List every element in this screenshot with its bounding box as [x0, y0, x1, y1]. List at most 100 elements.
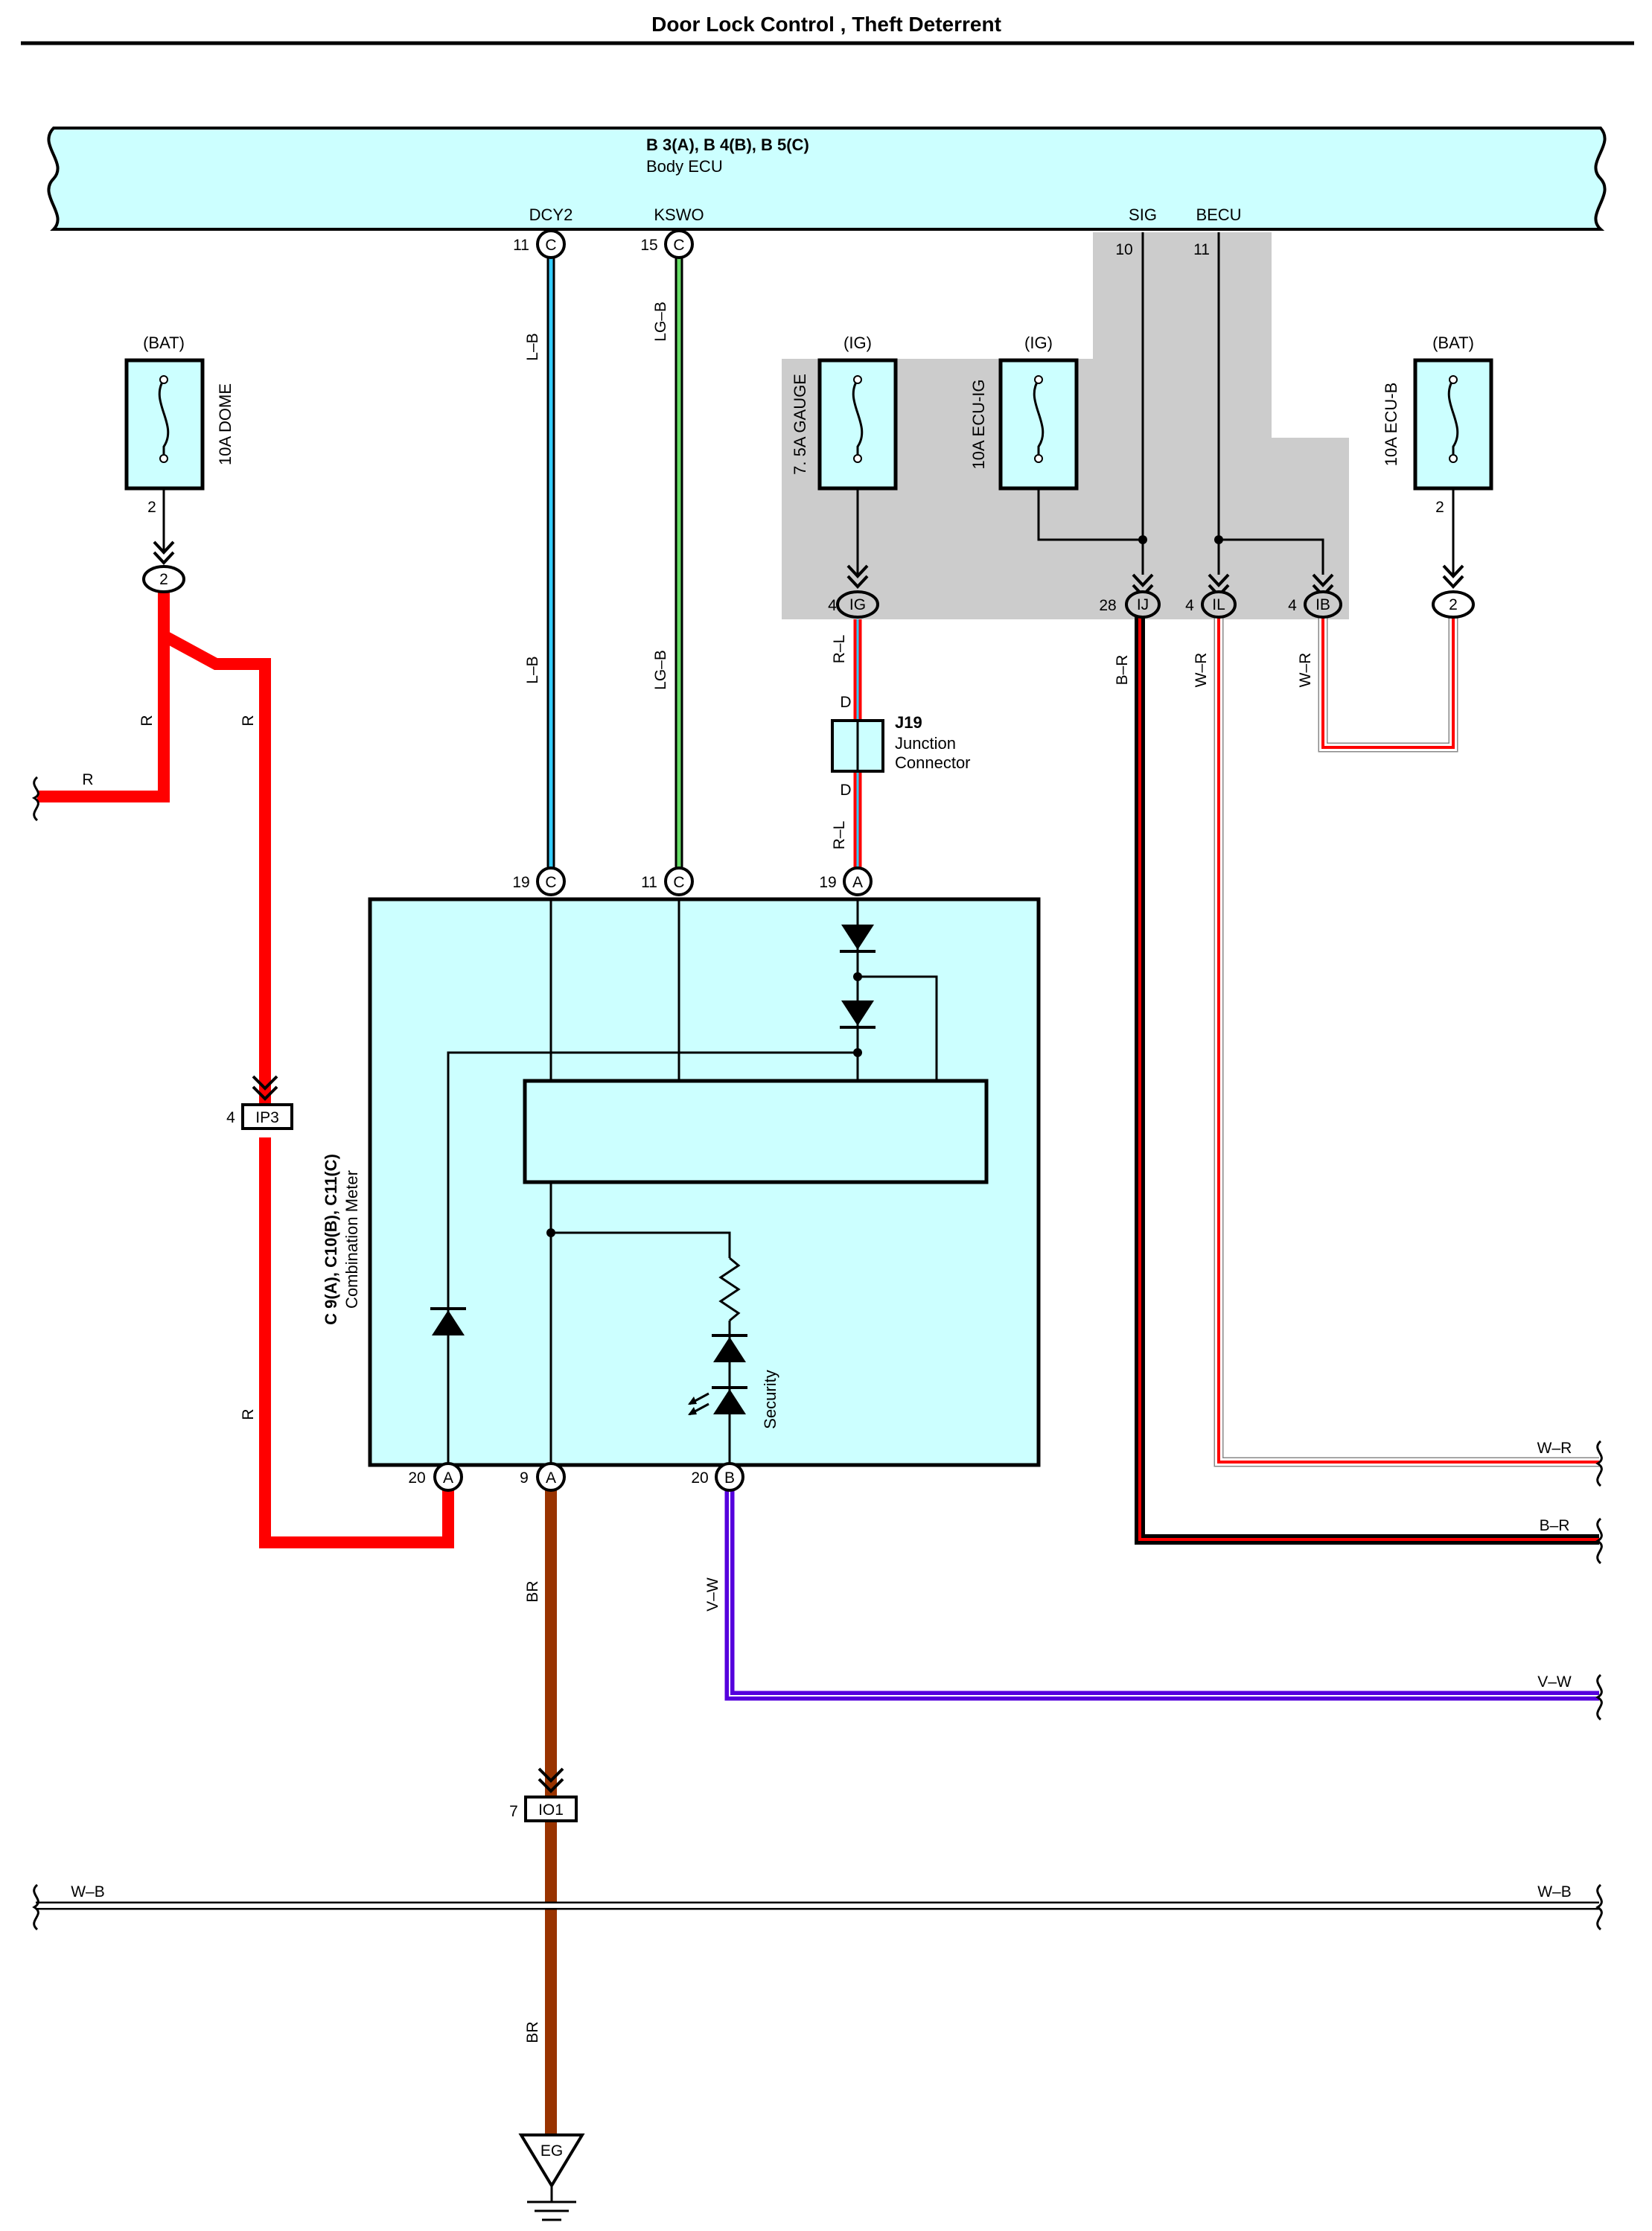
svg-text:20: 20	[408, 1469, 425, 1487]
diode-icon	[841, 1000, 874, 1026]
ecu-pin-sig: 10	[1115, 241, 1132, 258]
fuse-ecu-b-conn: 2	[1449, 596, 1458, 613]
svg-text:BR: BR	[524, 1580, 541, 1602]
wire-w-r-il	[1214, 615, 1603, 1487]
jb-ig-name: IG	[849, 596, 866, 613]
svg-text:A: A	[443, 1469, 453, 1487]
jb-ij-pin: 28	[1099, 597, 1116, 614]
svg-text:BR: BR	[524, 2021, 541, 2043]
svg-text:4: 4	[226, 1109, 235, 1126]
svg-text:19: 19	[819, 874, 836, 891]
terminal-becu: BECU	[1196, 205, 1241, 224]
meter-pin-bottom-2: 9 A	[520, 1462, 566, 1492]
fuse-dome-source: (BAT)	[143, 333, 185, 352]
fuse-ecu-b-name: 10A ECU-B	[1382, 383, 1400, 467]
svg-text:D: D	[840, 694, 851, 711]
ecu-pin-dcy2: 11 C	[513, 229, 566, 259]
meter-ic	[523, 1079, 989, 1184]
svg-text:C: C	[673, 874, 684, 891]
svg-text:W–R: W–R	[1297, 653, 1314, 688]
svg-text:15: 15	[640, 237, 657, 254]
fuse-gauge: (IG) 7. 5A GAUGE	[791, 333, 898, 491]
j19-name1: Junction	[895, 734, 956, 753]
jb-il-pin: 4	[1185, 597, 1194, 614]
svg-text:W–R: W–R	[1537, 1440, 1572, 1457]
fuse-ecu-b-pin: 2	[1435, 499, 1444, 516]
wire-v-w	[724, 1490, 1603, 1721]
body-ecu-connectors: B 3(A), B 4(B), B 5(C)	[646, 135, 809, 154]
left-break-mark	[31, 776, 39, 822]
j19-id: J19	[895, 713, 922, 732]
meter-pin-bottom-3: 20 B	[691, 1462, 744, 1492]
fuse-ecu-b-source: (BAT)	[1432, 333, 1474, 352]
inline-connector-ip3: 4 IP3	[226, 1075, 293, 1130]
svg-text:11: 11	[513, 237, 529, 254]
svg-text:D: D	[840, 782, 851, 799]
diode-icon	[713, 1337, 746, 1362]
led-icon	[713, 1389, 746, 1414]
fuse-gauge-name: 7. 5A GAUGE	[791, 374, 809, 475]
svg-text:L–B: L–B	[524, 656, 541, 683]
fuse-ecu-ig-source: (IG)	[1024, 333, 1053, 352]
svg-text:A: A	[852, 874, 863, 891]
junction-connector-j19: D D J19 Junction Connector	[831, 694, 971, 799]
fuse-gauge-source: (IG)	[843, 333, 872, 352]
wire-sig-becu	[153, 232, 1464, 598]
body-ecu-box	[47, 127, 1607, 231]
svg-text:V–W: V–W	[704, 1577, 721, 1612]
svg-text:B–R: B–R	[1114, 655, 1131, 686]
fuse-dome-name: 10A DOME	[216, 383, 235, 465]
security-indicator-label: Security	[761, 1370, 779, 1429]
svg-text:LG–B: LG–B	[652, 301, 669, 342]
svg-text:11: 11	[641, 874, 657, 891]
meter-name: Combination Meter	[342, 1170, 361, 1309]
jb-ib-name: IB	[1315, 596, 1330, 613]
svg-text:LG–B: LG–B	[652, 650, 669, 690]
terminal-dcy2: DCY2	[529, 205, 573, 224]
j19-name2: Connector	[895, 753, 971, 772]
fuse-dome-pin: 2	[147, 499, 156, 516]
jb-connector-il: 4 IL	[1185, 590, 1237, 619]
wire-w-b	[32, 1883, 1603, 1931]
jb-connector-ig: 4 IG	[828, 590, 879, 619]
svg-text:C: C	[673, 237, 684, 254]
fuse-ecu-ig-name: 10A ECU-IG	[969, 379, 988, 469]
meter-pin-top-2: 11 C	[641, 866, 694, 896]
svg-text:R–L: R–L	[831, 821, 848, 850]
svg-text:B: B	[724, 1469, 735, 1487]
ground-icon	[518, 2133, 585, 2189]
wire-labels: R R R R L–B L–B LG–B LG–B R–L R–L B–R W–…	[71, 301, 1572, 2043]
combination-meter: C 9(A), C10(B), C11(C) Combination Meter	[322, 897, 1041, 1477]
jb-connector-ij: 28 IJ	[1099, 590, 1161, 619]
svg-text:R: R	[240, 1408, 257, 1420]
terminal-kswo: KSWO	[654, 205, 704, 224]
ecu-pin-becu: 11	[1193, 241, 1210, 258]
svg-text:W–B: W–B	[71, 1883, 105, 1900]
svg-text:R: R	[82, 771, 93, 788]
ecu-pin-kswo: 15 C	[640, 229, 694, 259]
svg-text:9: 9	[520, 1469, 529, 1487]
jb-il-name: IL	[1212, 596, 1225, 613]
light-rays-icon	[688, 1392, 709, 1416]
svg-text:L–B: L–B	[524, 333, 541, 360]
svg-text:B–R: B–R	[1540, 1517, 1570, 1534]
fuse-ecu-ig: (IG) 10A ECU-IG	[969, 333, 1079, 491]
fuse-ecu-b: (BAT) 10A ECU-B 2 2	[1382, 333, 1493, 619]
diagram-title: Door Lock Control , Theft Deterrent	[651, 13, 1001, 36]
svg-text:V–W: V–W	[1537, 1673, 1572, 1691]
inline-connector-io1: 7 IO1	[509, 1767, 578, 1822]
svg-text:R: R	[240, 715, 257, 726]
svg-text:A: A	[546, 1469, 556, 1487]
meter-pin-bottom-1: 20 A	[408, 1462, 463, 1492]
diode-icon	[432, 1310, 465, 1335]
terminal-sig: SIG	[1129, 205, 1157, 224]
meter-connectors: C 9(A), C10(B), C11(C)	[322, 1154, 340, 1325]
fuse-dome-conn: 2	[159, 571, 168, 588]
svg-text:IO1: IO1	[538, 1801, 564, 1819]
meter-pin-top-3: 19 A	[819, 866, 873, 896]
jb-ij-name: IJ	[1137, 596, 1149, 613]
jb-connector-ib: 4 IB	[1288, 590, 1342, 619]
fuse-dome: (BAT) 10A DOME 2 2	[124, 333, 235, 593]
